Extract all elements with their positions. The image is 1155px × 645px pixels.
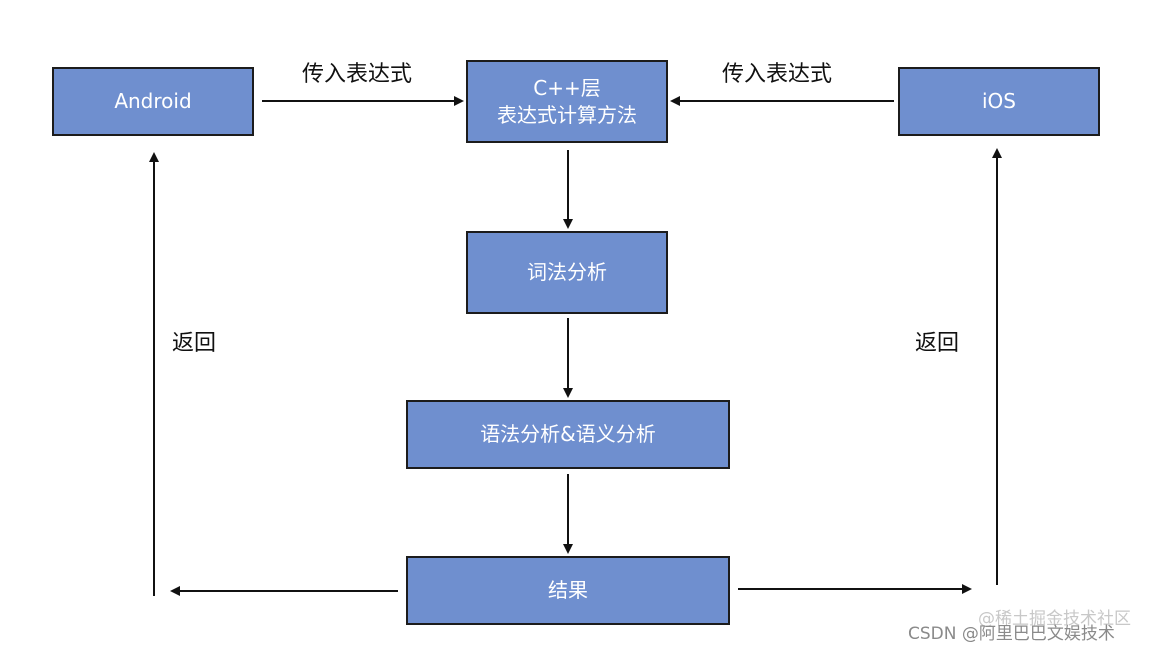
result-node: 结果 xyxy=(406,556,730,625)
android-node: Android xyxy=(52,67,254,136)
syntax-semantic-analysis-node: 语法分析&语义分析 xyxy=(406,400,730,469)
cpp-expression-node: C++层 表达式计算方法 xyxy=(466,60,668,143)
return-label-left: 返回 xyxy=(172,331,217,356)
watermark-juejin: @稀土掘金技术社区 xyxy=(978,609,1131,629)
ios-node: iOS xyxy=(898,67,1100,136)
lexical-analysis-node: 词法分析 xyxy=(466,231,668,314)
watermark-csdn: CSDN @阿里巴巴文娱技术 xyxy=(908,624,1115,644)
pass-expression-label-left: 传入表达式 xyxy=(302,62,413,87)
return-label-right: 返回 xyxy=(915,331,960,356)
pass-expression-label-right: 传入表达式 xyxy=(722,62,833,87)
